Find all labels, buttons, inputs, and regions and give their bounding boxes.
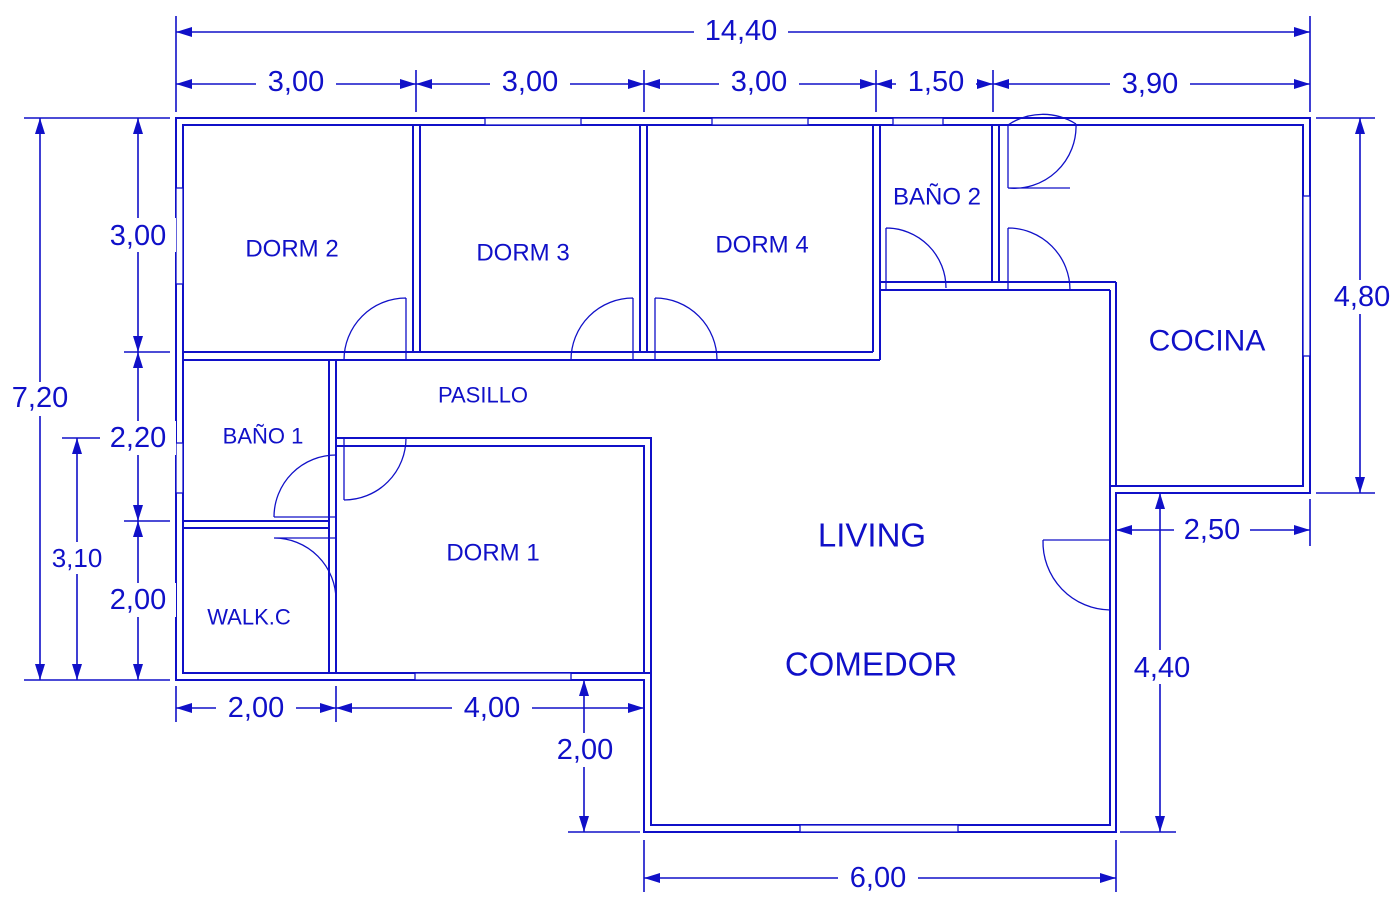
dim-top-5: 3,90: [1122, 68, 1178, 100]
dimension-lines: [24, 16, 1375, 892]
door-dorm1-icon: [343, 437, 407, 501]
dim-top-3: 3,00: [731, 66, 787, 98]
inner-wall-outline: [182, 124, 1304, 826]
dimension-arrows: [35, 27, 1365, 883]
bedroom-row-wall: [183, 351, 880, 361]
room-comedor: COMEDOR: [785, 646, 957, 683]
window-bano1: [175, 442, 184, 494]
cocina-living-wall: [1109, 282, 1117, 486]
dim-top-2: 3,00: [502, 66, 558, 98]
partition-dorm2-dorm3: [412, 125, 421, 352]
window-dorm3: [484, 117, 582, 126]
window-dorm1: [414, 672, 572, 681]
door-living-icon: [1042, 539, 1111, 611]
dim-bottom-4: 6,00: [850, 862, 906, 894]
dim-top-1: 3,00: [268, 66, 324, 98]
window-bano2: [892, 117, 944, 126]
windows: [175, 117, 1311, 833]
window-cocina: [1302, 195, 1311, 357]
partition-dorm4-bano2: [872, 125, 881, 360]
partition-dorm3-dorm4: [639, 125, 648, 352]
room-dorm4: DORM 4: [715, 232, 808, 259]
bano2-bottom-wall: [880, 281, 1116, 291]
partition-bano1-walk: [183, 520, 329, 529]
door-cocina-upper-icon: [1007, 113, 1077, 189]
window-dorm4: [711, 117, 809, 126]
dim-bottom-1: 2,00: [228, 692, 284, 724]
door-bano2-icon: [885, 227, 947, 290]
dim-total-width: 14,40: [705, 15, 778, 47]
doors: [273, 113, 1111, 611]
room-dorm1: DORM 1: [446, 540, 539, 567]
dim-right-1: 4,80: [1334, 281, 1390, 313]
dim-total-height: 7,20: [12, 382, 68, 414]
partition-bano2-cocina: [991, 125, 1000, 282]
room-living: LIVING: [818, 517, 926, 554]
dim-left-2: 2,20: [110, 422, 166, 454]
door-dorm2-icon: [343, 297, 407, 361]
dorm1-wall: [336, 437, 652, 673]
dim-right-2: 2,50: [1184, 514, 1240, 546]
walls: [175, 117, 1311, 833]
dim-left-1: 3,00: [110, 220, 166, 252]
dim-left-4: 3,10: [52, 543, 103, 573]
door-dorm4-icon: [654, 297, 718, 361]
door-bano1-icon: [273, 454, 337, 518]
room-labels: DORM 2 DORM 3 DORM 4 BAÑO 2 COCINA PASIL…: [207, 184, 1265, 683]
room-dorm3: DORM 3: [476, 240, 569, 267]
window-living: [799, 824, 959, 833]
dim-right-3: 4,40: [1134, 652, 1190, 684]
door-dorm3-icon: [570, 297, 634, 361]
dim-left-3: 2,00: [110, 584, 166, 616]
dim-bottom-2: 4,00: [464, 692, 520, 724]
outer-wall-outline: [175, 117, 1311, 833]
room-bano1: BAÑO 1: [223, 424, 304, 449]
window-dorm2: [175, 187, 184, 285]
dimension-labels: 14,40 3,00 3,00 3,00 1,50 3,90 7,20 3,00…: [2, 15, 1396, 894]
door-cocina-lower-icon: [1007, 227, 1071, 291]
door-walk-icon: [273, 537, 337, 601]
room-bano2: BAÑO 2: [893, 184, 981, 211]
room-dorm2: DORM 2: [245, 236, 338, 263]
room-pasillo: PASILLO: [438, 383, 528, 408]
room-cocina: COCINA: [1149, 325, 1266, 358]
room-walk: WALK.C: [207, 605, 291, 630]
dim-top-4: 1,50: [908, 66, 964, 98]
dim-bottom-3: 2,00: [557, 734, 613, 766]
